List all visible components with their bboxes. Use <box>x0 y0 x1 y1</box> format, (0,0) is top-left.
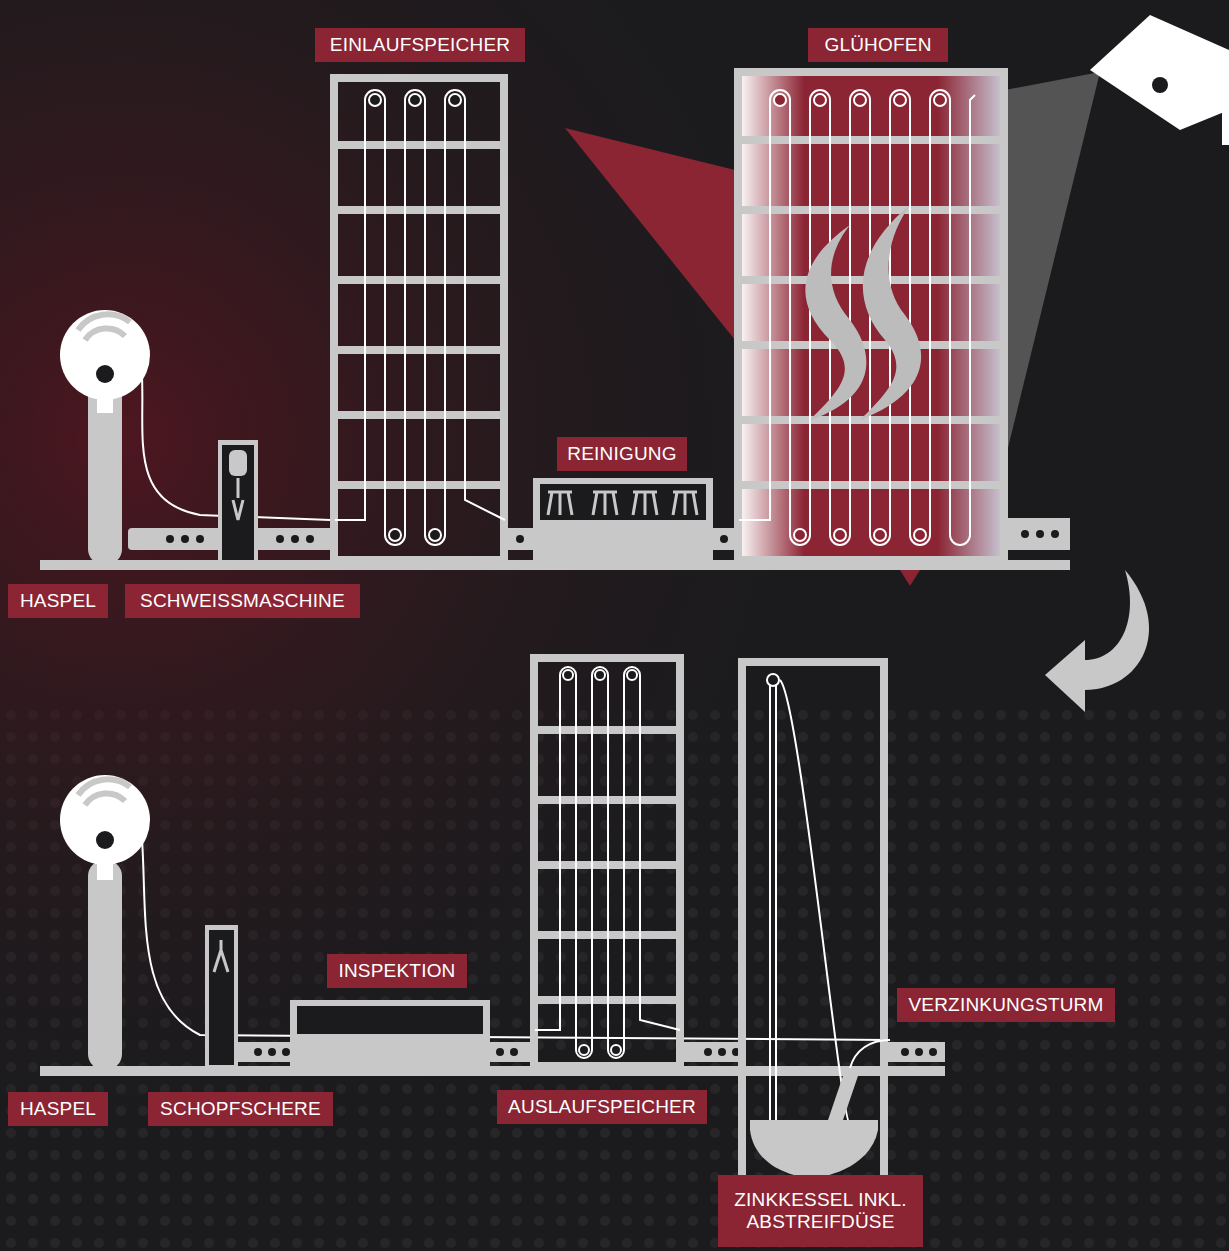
label-box: EINLAUFSPEICHER <box>315 28 525 62</box>
label-box: GLÜHOFEN <box>808 28 948 62</box>
label-text: HASPEL <box>20 1098 96 1120</box>
label-box: SCHWEISSMASCHINE <box>125 584 360 618</box>
label-text: SCHOPFSCHERE <box>160 1098 321 1120</box>
label-text: EINLAUFSPEICHER <box>330 34 510 56</box>
label-box: REINIGUNG <box>557 437 687 471</box>
label-box: SCHOPFSCHERE <box>148 1092 333 1126</box>
label-box: INSPEKTION <box>327 954 467 988</box>
label-text: INSPEKTION <box>338 960 455 982</box>
label-box: AUSLAUFSPEICHER <box>497 1090 707 1124</box>
label-text: VERZINKUNGSTURM <box>908 994 1103 1016</box>
label-box: VERZINKUNGSTURM <box>897 988 1115 1022</box>
label-box: ZINKKESSEL INKL. ABSTREIFDÜSE <box>718 1175 923 1247</box>
label-text: ZINKKESSEL INKL. ABSTREIFDÜSE <box>726 1189 915 1233</box>
label-text: AUSLAUFSPEICHER <box>508 1096 696 1118</box>
label-text: REINIGUNG <box>567 443 676 465</box>
label-text: HASPEL <box>20 590 96 612</box>
label-box: HASPEL <box>8 1092 108 1126</box>
label-text: GLÜHOFEN <box>824 34 931 56</box>
label-text: SCHWEISSMASCHINE <box>140 590 345 612</box>
label-box: HASPEL <box>8 584 108 618</box>
